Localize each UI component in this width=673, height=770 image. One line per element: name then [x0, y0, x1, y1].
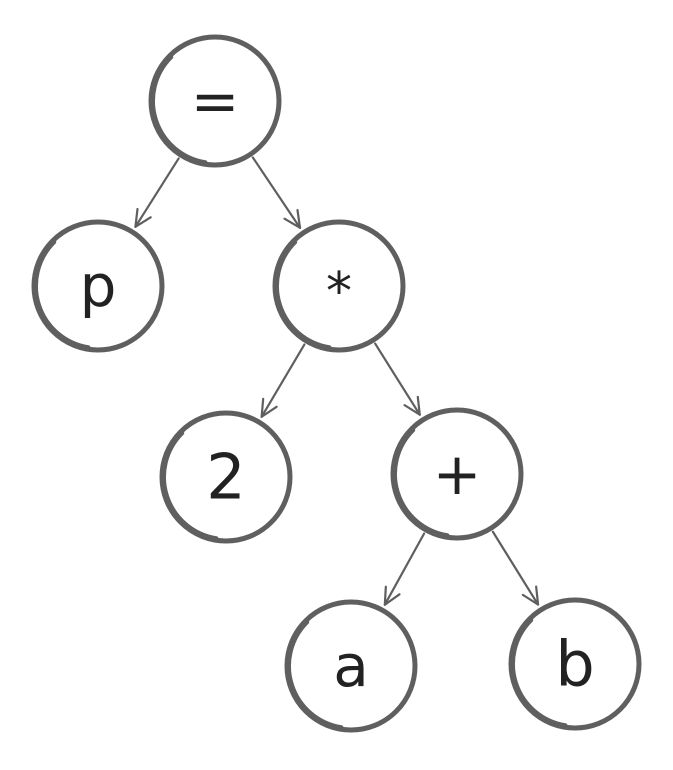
arrowhead-icon: [260, 397, 278, 418]
edge-line: [383, 532, 426, 606]
edge-eq-mul: [251, 156, 302, 229]
edge-line: [491, 530, 540, 606]
nodes-layer: = p * 2 + a b: [31, 34, 642, 733]
edge-mul-two: [260, 343, 306, 418]
node-label: p: [80, 252, 117, 320]
arrowhead-icon: [283, 208, 302, 229]
edge-line: [251, 156, 302, 229]
node-label: +: [433, 440, 482, 508]
arrowhead-icon: [383, 585, 401, 606]
edge-line: [134, 157, 180, 228]
node-label: =: [191, 67, 240, 135]
edge-mul-plus: [374, 342, 421, 416]
node-plus: +: [390, 407, 524, 541]
node-ring-accent: [275, 240, 332, 350]
edges-layer: [134, 156, 540, 606]
node-p: p: [31, 219, 165, 353]
edge-line: [374, 342, 421, 416]
node-mul: *: [272, 219, 406, 353]
arrowhead-icon: [521, 585, 540, 606]
node-label: a: [333, 632, 369, 700]
node-label: *: [326, 262, 352, 322]
edge-line: [260, 343, 306, 418]
node-label: 2: [206, 441, 245, 514]
node-a: a: [284, 599, 418, 733]
node-ring-accent: [162, 431, 219, 541]
edge-plus-b: [491, 530, 540, 606]
node-b: b: [508, 597, 642, 731]
node-label: b: [555, 628, 594, 701]
arrowhead-icon: [134, 207, 152, 228]
node-ring-accent: [511, 618, 568, 728]
node-ring-accent: [151, 55, 208, 165]
edge-plus-a: [383, 532, 426, 606]
node-two: 2: [159, 410, 293, 544]
node-ring-accent: [393, 428, 450, 538]
arrowhead-icon: [403, 395, 421, 416]
edge-eq-p: [134, 157, 180, 228]
node-ring-accent: [34, 240, 91, 350]
node-ring-accent: [287, 620, 344, 730]
node-eq: =: [148, 34, 282, 168]
